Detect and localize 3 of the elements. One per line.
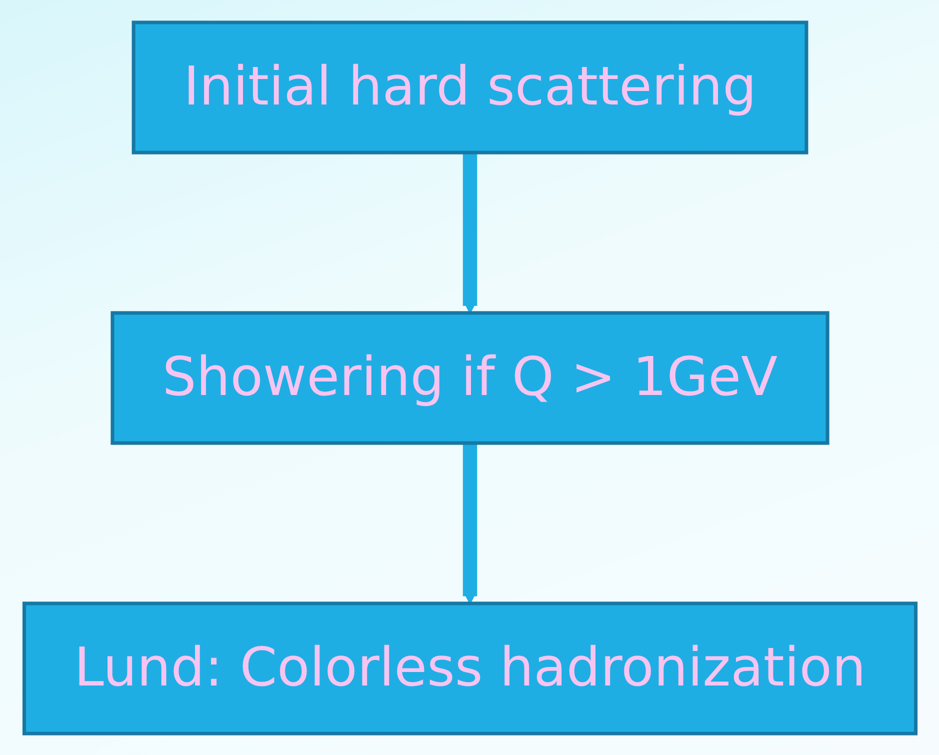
node-box: Showering if Q > 1GeV: [110, 310, 829, 444]
node-box: Initial hard scattering: [131, 20, 808, 154]
node-box: Lund: Colorless hadronization: [22, 601, 918, 735]
